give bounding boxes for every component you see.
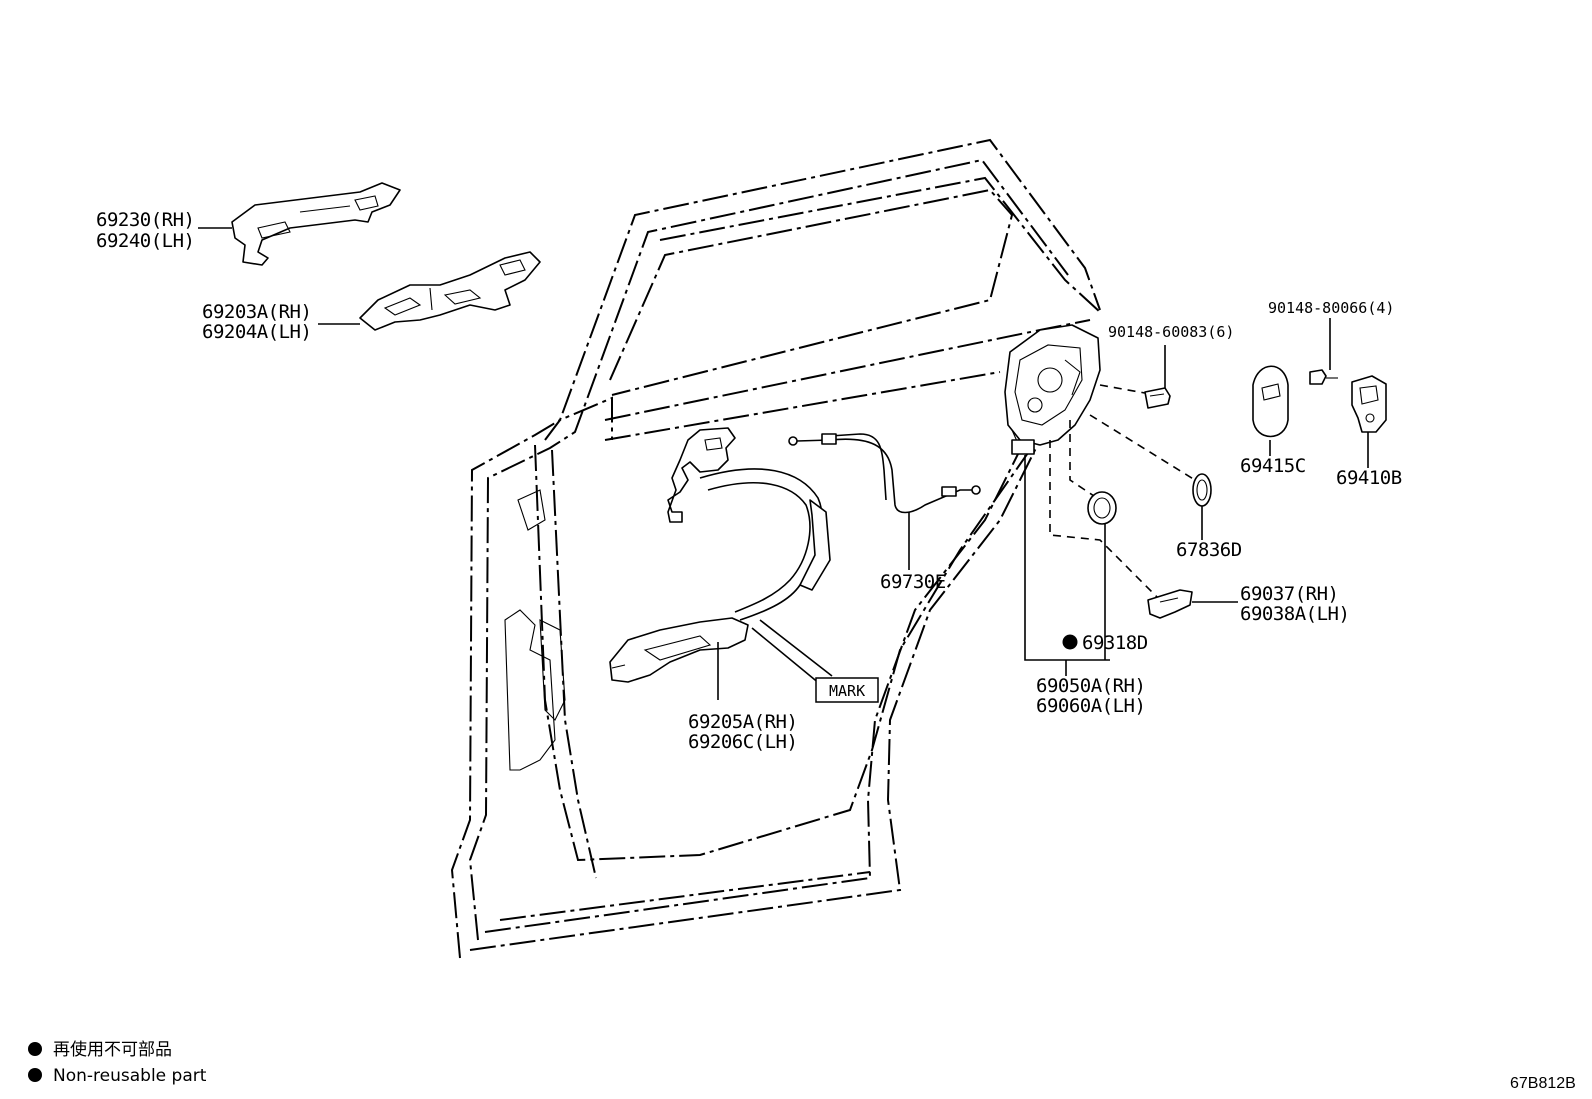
legend-item-en: Non-reusable part [53,1066,207,1086]
lock-dash-leaders [1049,384,1196,601]
outside-handle-part [231,182,401,266]
inside-handle-part [609,617,749,683]
label-69415: 69415C [1240,455,1306,477]
label-69203-lh: 69204A(LH) [202,321,311,343]
seal-69318D [1087,491,1117,525]
door-lock-assembly [1004,324,1101,455]
label-69205-rh: 69205A(RH) [688,711,797,733]
legend-item-ja: 再使用不可部品 [53,1039,172,1060]
grommet-67836D [1192,473,1212,507]
label-90148-80066: 90148-80066(4) [1268,299,1394,317]
bolt-90148-60083 [1144,387,1171,409]
label-69203-rh: 69203A(RH) [202,301,311,323]
label-90148-60083: 90148-60083(6) [1108,323,1234,341]
door-outline [450,138,1101,959]
mark-callout [751,619,879,703]
striker-screw [1309,369,1338,385]
lock-cable-part [788,433,981,514]
door-inner-panel [504,489,566,771]
legend-dot-en [28,1068,42,1082]
label-69410: 69410B [1336,467,1402,489]
diagram-code: 67B812B [1510,1075,1576,1092]
legend-dot-ja [28,1042,42,1056]
legend: 再使用不可部品 Non-reusable part [28,1039,207,1086]
label-69318: 69318D [1082,632,1148,654]
non-reusable-dot-69318 [1062,634,1078,650]
striker-part [1351,375,1387,433]
label-67836: 67836D [1176,539,1242,561]
mark-label: MARK [829,682,865,700]
label-69230-rh: 69230(RH) [96,209,194,231]
label-69205-lh: 69206C(LH) [688,731,797,753]
label-69230-lh: 69240(LH) [96,230,194,252]
label-69730: 69730E [880,571,946,593]
label-69050-rh: 69050A(RH) [1036,675,1145,697]
handle-frame-part [359,251,541,331]
label-69037-rh: 69037(RH) [1240,583,1338,605]
label-69050-lh: 69060A(LH) [1036,695,1145,717]
striker-cover-part [1252,365,1289,438]
leader-69050-bracket [1024,455,1110,661]
label-69037-lh: 69038A(LH) [1240,603,1349,625]
inside-handle-cable [667,427,831,621]
bracket-69037 [1147,589,1193,619]
